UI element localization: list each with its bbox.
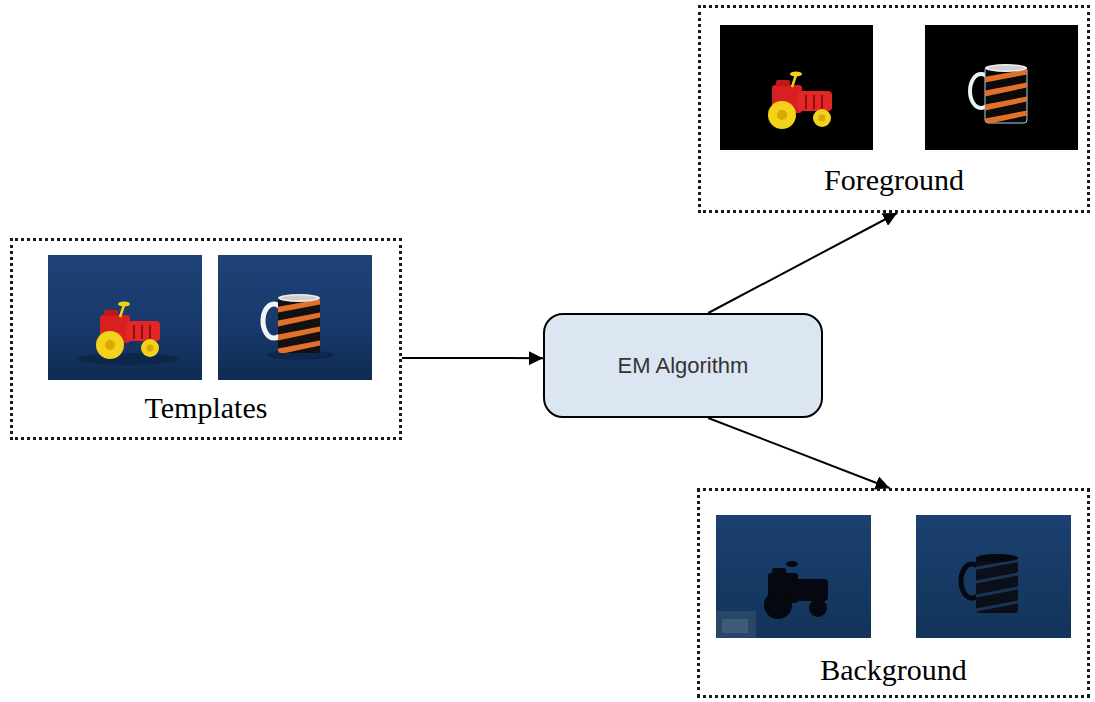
flow-arrow xyxy=(402,357,543,359)
tractor-foreground xyxy=(720,25,873,150)
flow-arrow xyxy=(708,418,889,488)
tractor-photo xyxy=(48,255,202,380)
tractor-background xyxy=(716,515,871,638)
mug-background xyxy=(916,515,1071,638)
dashed-group: Background xyxy=(697,488,1090,698)
dashed-group: Foreground xyxy=(698,5,1090,213)
process-box: EM Algorithm xyxy=(543,313,823,418)
mug-photo xyxy=(218,255,372,380)
dashed-group: Templates xyxy=(10,238,402,440)
group-label: Templates xyxy=(145,390,268,426)
process-label: EM Algorithm xyxy=(618,352,749,380)
flow-arrow xyxy=(708,213,897,313)
group-label: Background xyxy=(820,652,967,688)
mug-foreground xyxy=(925,25,1078,150)
group-label: Foreground xyxy=(824,162,964,198)
